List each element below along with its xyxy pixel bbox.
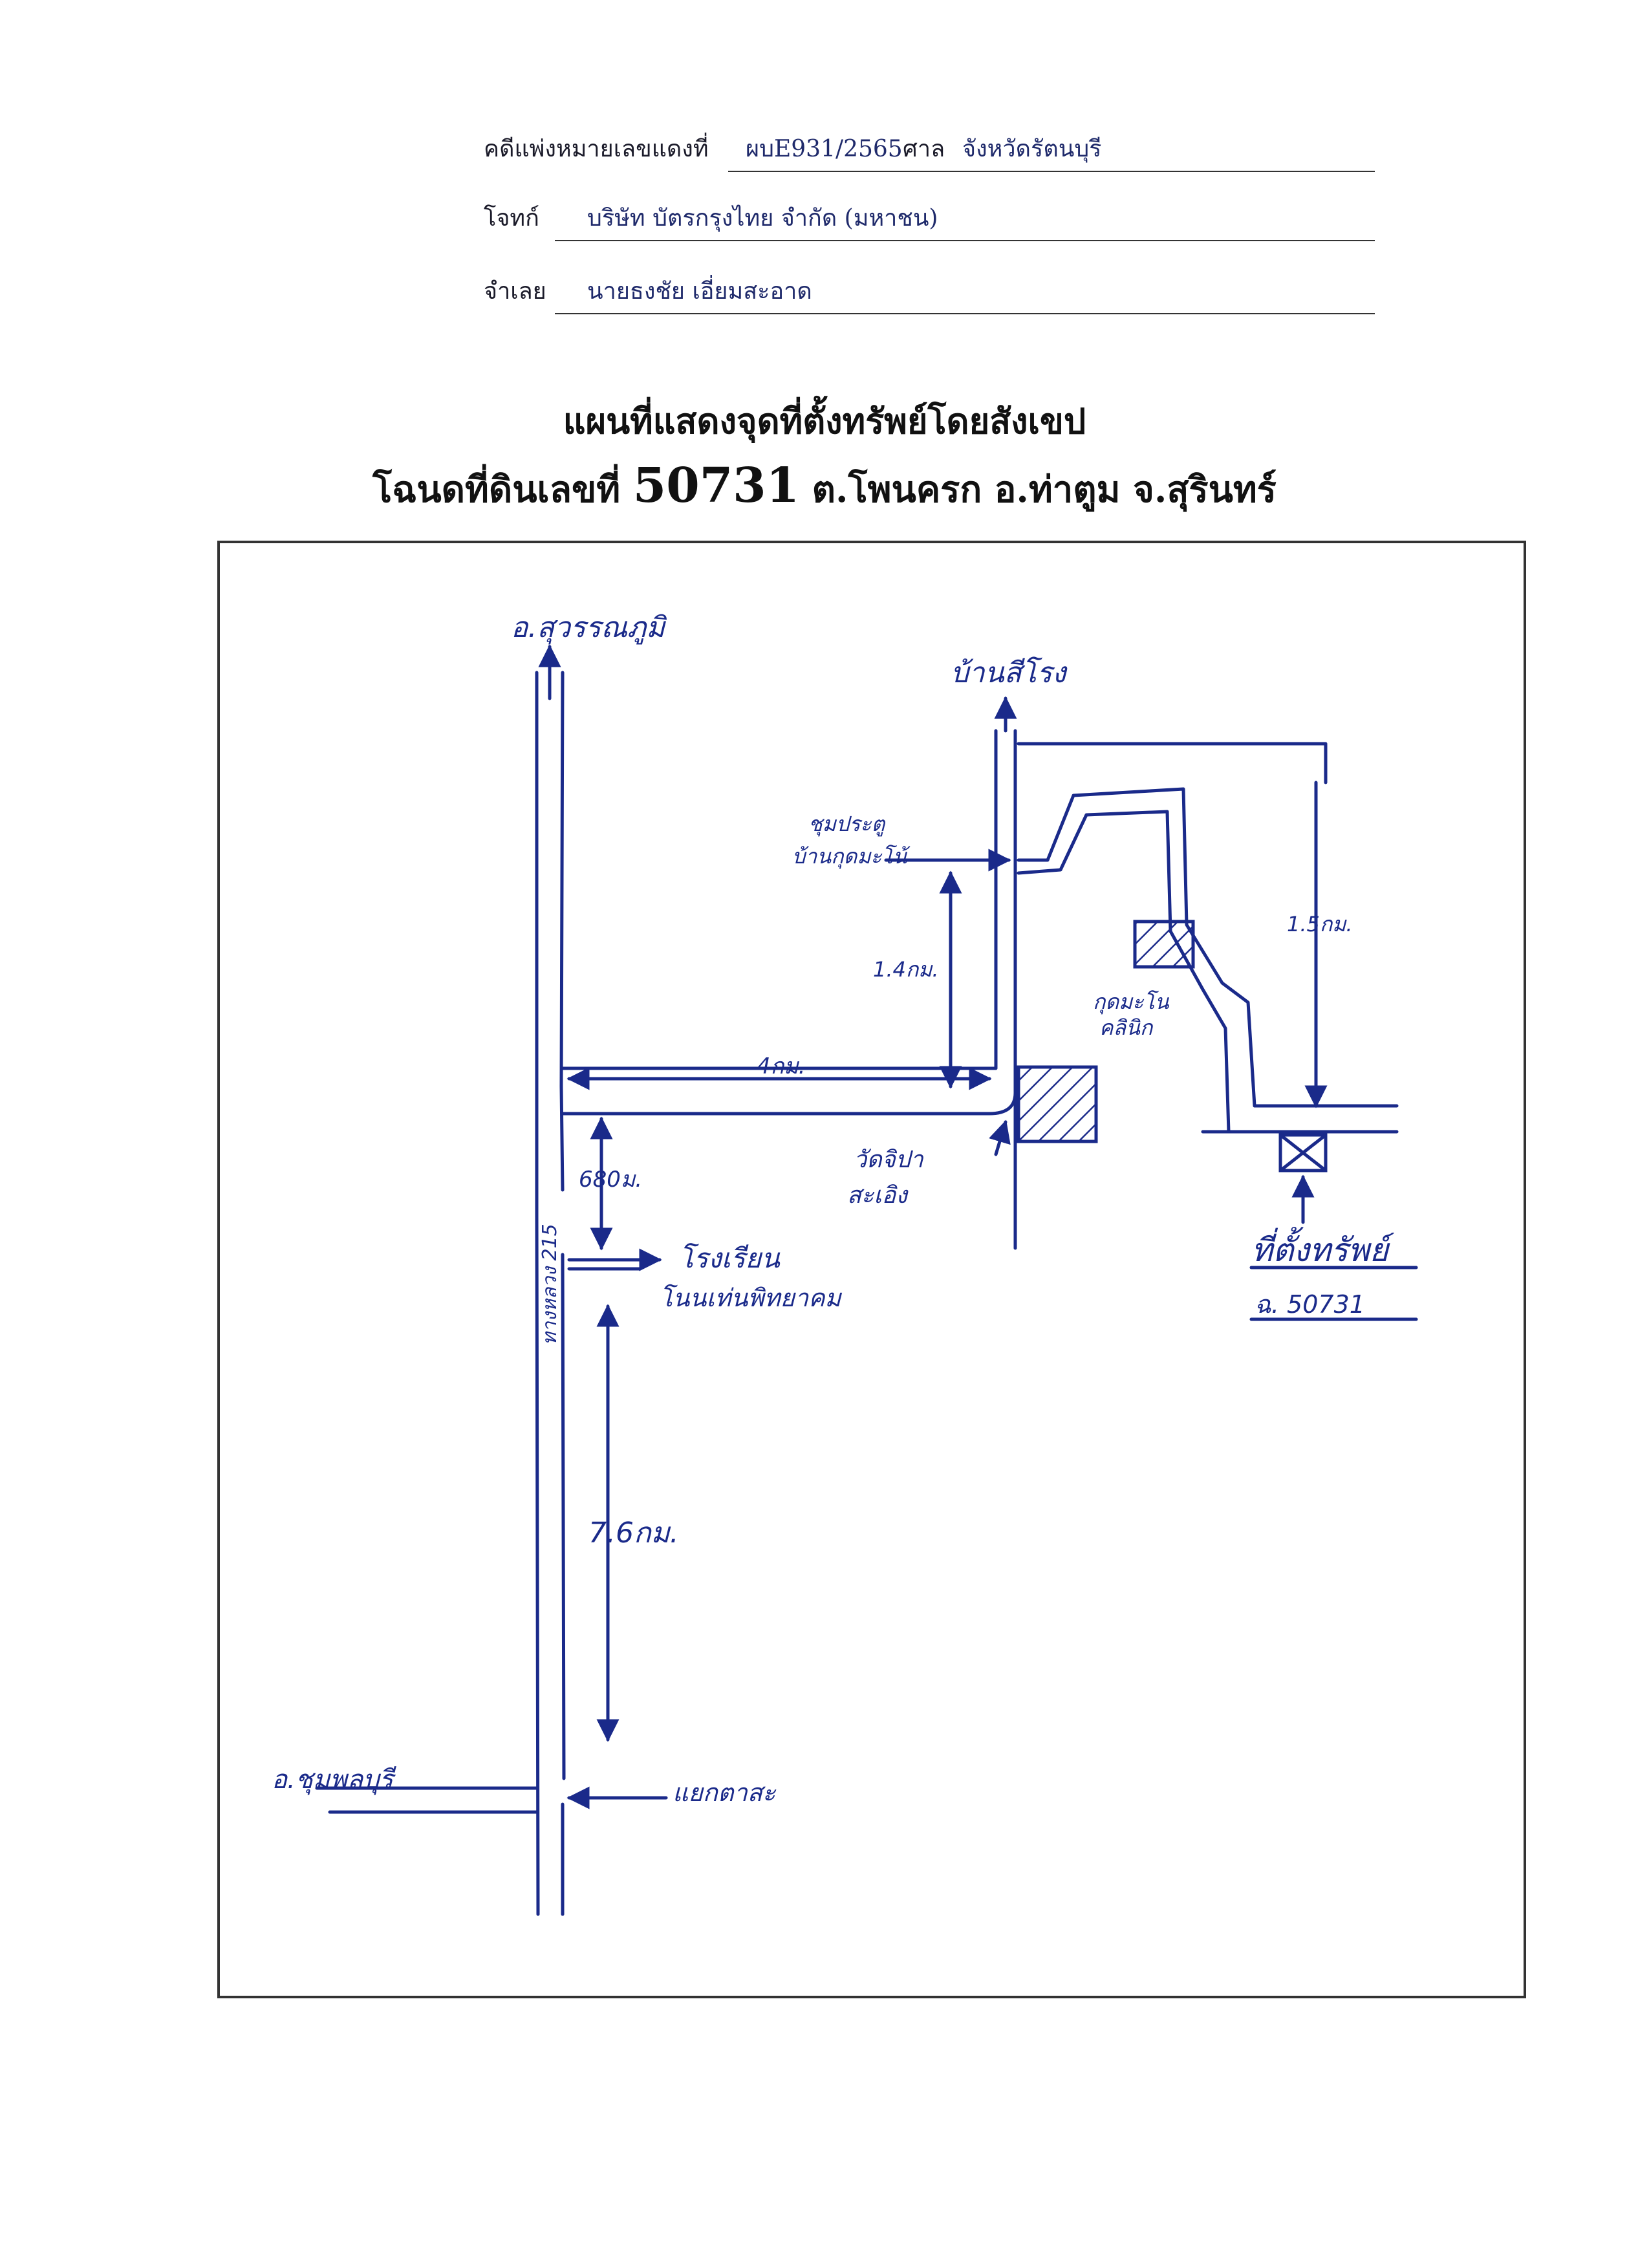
deed-title-prefix: โฉนดที่ดินเลขที่: [372, 468, 621, 511]
plaintiff-row: โจทก์ บริษัท บัตรกรุงไทย จำกัด (มหาชน): [484, 196, 1376, 241]
plaintiff-underline: [555, 240, 1375, 241]
defendant-row: จำเลย นายธงชัย เอี่ยมสะอาด: [484, 269, 1376, 314]
case-number: ผบE931/2565: [746, 136, 903, 162]
temple-pointer: [989, 1119, 1011, 1156]
junction-label: แยกตาสะ: [673, 1778, 777, 1807]
north-destination-label: อ.สุวรรณภูมิ: [511, 611, 667, 645]
dim-1-5km-label: 1.5กม.: [1287, 912, 1353, 936]
defendant-label: จำเลย: [484, 278, 546, 305]
dim-4km-label: 4กม.: [757, 1053, 805, 1079]
dim-7-6km-label: 7.6กม.: [588, 1517, 679, 1550]
plaintiff-label: โจทก์: [484, 205, 539, 232]
court-name: จังหวัดรัตนบุรี: [962, 136, 1102, 162]
dim-680m-label: 680ม.: [579, 1167, 642, 1193]
property-label: ที่ตั้งทรัพย์: [1251, 1227, 1395, 1269]
highway-215-right-edge-lower: [561, 1253, 566, 1780]
property-marker: [1278, 1133, 1328, 1172]
highway-215-right-edge: [559, 671, 565, 1192]
ban-sikhoraphum-label: บ้านสีโรง: [951, 656, 1068, 689]
school-label-1: โรงเรียน: [679, 1242, 781, 1274]
highway-215-left-edge: [535, 671, 540, 1916]
clinic-building: [1133, 920, 1195, 969]
sketch-map: อ.สุวรรณภูมิ บ้านสีโรง ชุมประตู บ้านกุดม…: [213, 537, 1533, 2005]
case-underline: [728, 171, 1375, 172]
community-label-2: บ้านกุดมะโน้: [792, 844, 911, 869]
temple-building: [1017, 1065, 1098, 1143]
dim-1-4km-label: 1.4กม.: [873, 957, 939, 982]
defendant-name: นายธงชัย เอี่ยมสะอาด: [587, 278, 812, 305]
deed-title: โฉนดที่ดินเลขที่ 50731 ต.โพนครก อ.ท่าตูม…: [0, 458, 1649, 518]
west-destination-label: อ.ชุมพลบุรี: [272, 1765, 396, 1795]
highway-215-label: ทางหลวง 215: [539, 1224, 561, 1345]
dim-1-5km-top: [1017, 742, 1328, 784]
school-label-2: โนนเท่นพิทยาคม: [660, 1284, 842, 1312]
plaintiff-name: บริษัท บัตรกรุงไทย จำกัด (มหาชน): [587, 205, 938, 232]
court-label: ศาล: [903, 136, 945, 162]
defendant-underline: [555, 313, 1375, 314]
temple-label-2: สะเอิง: [847, 1182, 909, 1209]
deed-title-suffix: ต.โพนครก อ.ท่าตูม จ.สุรินทร์: [812, 468, 1277, 511]
case-number-row: คดีแพ่งหมายเลขแดงที่ ผบE931/2565 ศาล จัง…: [484, 127, 1376, 172]
deed-ref-label: ฉ. 50731: [1255, 1290, 1365, 1319]
clinic-label-1: กุดมะโน: [1093, 989, 1170, 1015]
map-title: แผนที่แสดงจุดที่ตั้งทรัพย์โดยสังเขป: [563, 400, 1086, 442]
community-label-1: ชุมประตู: [808, 812, 887, 837]
case-label: คดีแพ่งหมายเลขแดงที่: [484, 136, 709, 162]
temple-label-1: วัดจิปา: [854, 1147, 925, 1173]
connector-road-top: [561, 729, 998, 1070]
clinic-label-2: คลินิก: [1099, 1015, 1154, 1040]
map-border: [217, 541, 1526, 1998]
deed-number: 50731: [632, 458, 800, 513]
